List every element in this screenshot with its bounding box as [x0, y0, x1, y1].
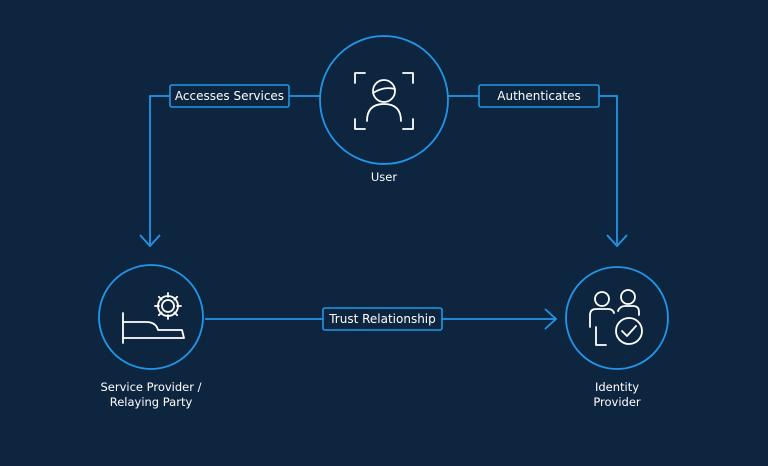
- arrowhead-to-identity-provider-trust: [544, 308, 558, 330]
- edge-label-trust-relationship: Trust Relationship: [322, 307, 443, 331]
- service-provider-label-line1: Service Provider /: [100, 380, 202, 394]
- connector-accesses-services: [149, 95, 320, 244]
- user-label: User: [334, 170, 434, 185]
- edge-label-accesses-services-text: Accesses Services: [175, 89, 284, 103]
- identity-provider-label: Identity Provider: [557, 380, 677, 410]
- edge-label-authenticates: Authenticates: [478, 84, 600, 108]
- node-service-provider: [98, 264, 204, 370]
- connector-authenticates: [448, 95, 618, 244]
- service-provider-label-line2: Relaying Party: [109, 395, 193, 409]
- hand-with-gear-icon: [122, 292, 185, 344]
- identity-provider-label-line2: Provider: [593, 395, 641, 409]
- identity-provider-label-line1: Identity: [594, 380, 640, 394]
- user-face-scan-icon: [354, 72, 414, 130]
- edge-label-authenticates-text: Authenticates: [497, 89, 580, 103]
- users-verified-icon: [589, 289, 643, 346]
- service-provider-label: Service Provider / Relaying Party: [86, 380, 216, 410]
- node-identity-provider: [565, 266, 669, 370]
- arrowhead-to-service-provider: [139, 234, 161, 248]
- user-label-text: User: [370, 170, 398, 184]
- edge-label-accesses-services: Accesses Services: [169, 84, 290, 108]
- edge-label-trust-relationship-text: Trust Relationship: [328, 312, 436, 326]
- arrowhead-to-identity-provider: [606, 234, 628, 248]
- node-user: [319, 35, 449, 165]
